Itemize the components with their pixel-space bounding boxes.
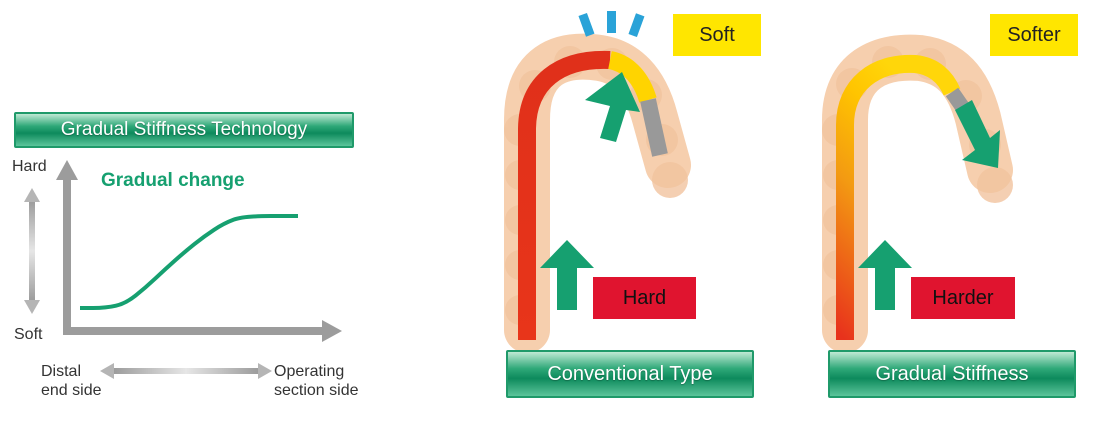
gradual-push-up-arrow: [858, 240, 912, 310]
conventional-tip-label: Soft: [673, 14, 761, 56]
x-axis: [63, 320, 342, 342]
gradual-tip-label: Softer: [990, 14, 1078, 56]
series-line-0: [79, 214, 298, 310]
chart-title-banner: Gradual Stiffness Technology: [14, 112, 354, 148]
gradual-change-annotation: Gradual change: [101, 170, 245, 191]
conventional-endoscope-tube: [518, 50, 668, 340]
x-axis-right-label: Operating section side: [274, 362, 359, 400]
pressure-marks: [578, 11, 645, 38]
gradual-caption: Gradual Stiffness: [875, 363, 1029, 385]
conventional-push-up-arrow: [540, 240, 594, 310]
y-axis-bottom-label: Soft: [14, 326, 43, 343]
conventional-caption: Conventional Type: [547, 363, 713, 385]
gradual-base-label: Harder: [911, 277, 1015, 319]
x-axis-left-line1: Distal: [41, 363, 82, 380]
conventional-bend-up-arrow: [585, 72, 640, 142]
y-axis-top-label: Hard: [12, 158, 47, 175]
gradual-bend-down-arrow: [955, 100, 1000, 168]
y-axis: [56, 160, 78, 334]
conventional-base-label: Hard: [593, 277, 696, 319]
stiffness-double-arrow: [24, 188, 40, 314]
conventional-caption-banner: Conventional Type: [506, 350, 754, 398]
x-axis-left-line2: end side: [41, 382, 102, 399]
direction-double-arrow: [100, 363, 272, 379]
chart-title: Gradual Stiffness Technology: [60, 119, 308, 140]
x-axis-right-line2: section side: [274, 382, 359, 399]
x-axis-left-label: Distal end side: [41, 362, 102, 400]
plot-area: [79, 214, 298, 310]
x-axis-right-line1: Operating: [274, 363, 345, 380]
gradual-caption-banner: Gradual Stiffness: [828, 350, 1076, 398]
